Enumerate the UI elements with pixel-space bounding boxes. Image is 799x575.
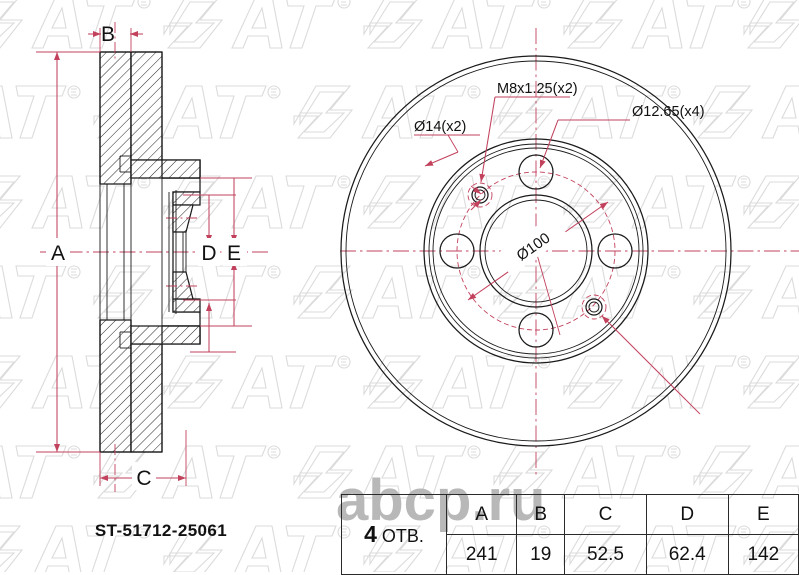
section-hub-flange-bottom-2 [161, 325, 201, 345]
section-view: B A C [36, 22, 270, 492]
section-rotor-ring-inner-bottom [130, 343, 163, 453]
table-value-b: 19 [516, 534, 566, 575]
table-value-e: 142 [727, 534, 799, 575]
dimension-d-label: D [201, 242, 216, 265]
section-rotor-ring-outer-bottom [99, 319, 132, 453]
bolt-circle-guide [456, 171, 616, 331]
section-hub-flange-top-2 [161, 159, 201, 179]
section-hub-taper-bottom [172, 271, 194, 300]
table-value-c: 52.5 [564, 534, 647, 575]
callout-bolt-holes-label: Ø12.65(x4) [632, 104, 705, 120]
leader-threaded-lower [601, 315, 687, 401]
dimension-c-label: C [136, 467, 151, 490]
section-hub-step-bottom [172, 298, 201, 313]
dimension-a-label: A [51, 242, 65, 265]
hub-outer-ring [423, 138, 649, 364]
callout-threaded-holes-label: M8x1.25(x2) [497, 81, 578, 97]
table-row-headers: 4 ОТВ. A B C D E [341, 494, 799, 575]
dimension-e: E [200, 177, 252, 327]
dimension-c: C [99, 430, 187, 490]
table-header-c: C [564, 494, 647, 535]
dimension-b: B [88, 23, 143, 52]
callout-threaded-holes: M8x1.25(x2) [479, 81, 578, 183]
callout-locating-holes: Ø14(x2) [414, 119, 482, 211]
dimension-table: 4 ОТВ. A B C D E 241 19 52.5 62.4 142 [341, 494, 799, 575]
threaded-hole-lower-right [581, 294, 607, 320]
dimension-d: D [183, 194, 236, 353]
hole-count-value: 4 [364, 521, 377, 547]
table-hole-count-cell: 4 ОТВ. [341, 494, 447, 575]
table-header-e: E [727, 494, 799, 535]
section-rotor-ring-outer-top [99, 51, 132, 185]
callout-locating-holes-label: Ø14(x2) [414, 119, 466, 135]
section-rotor-ring-inner-top [130, 51, 163, 161]
table-header-a: A [445, 494, 518, 535]
bolt-hole-bottom [518, 312, 554, 348]
callout-bolt-holes: Ø12.65(x4) [539, 104, 705, 169]
table-header-d: D [645, 494, 729, 535]
hole-count-unit: ОТВ. [381, 526, 424, 546]
table-value-a: 241 [445, 534, 518, 575]
bolt-hole-top [518, 154, 554, 190]
dimension-a: A [36, 51, 100, 453]
dimension-b-label: B [101, 23, 115, 46]
rotor-outer-edge-2 [345, 60, 727, 442]
face-view: Ø100 Ø12.65(x4) M8x1.25(x2) Ø [340, 28, 799, 475]
hub-outer-ring-3 [432, 147, 640, 355]
table-header-b: B [516, 494, 566, 535]
bolt-circle-dimension: Ø100 [467, 201, 609, 336]
table-value-d: 62.4 [645, 534, 729, 575]
rotor-outer-edge [340, 55, 732, 447]
hub-outer-ring-2 [428, 143, 644, 359]
part-number: ST-51712-25061 [94, 521, 228, 540]
section-hub-step-top [172, 191, 201, 206]
table-row-values: 241 19 52.5 62.4 142 [342, 534, 799, 575]
dimension-e-label: E [227, 242, 241, 265]
